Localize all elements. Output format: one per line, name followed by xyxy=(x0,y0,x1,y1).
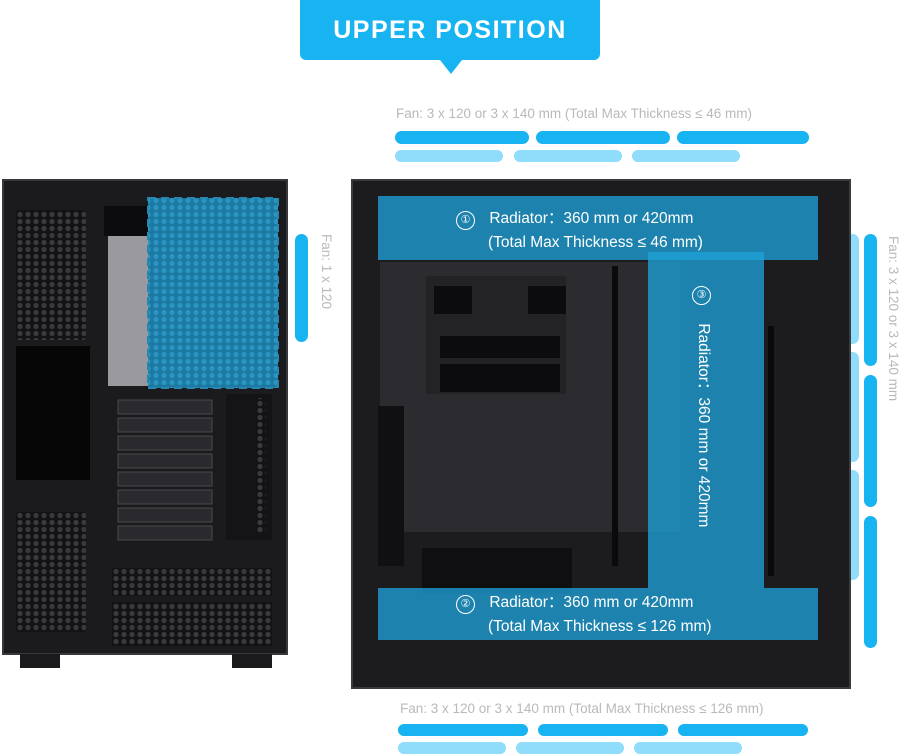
fan-pill xyxy=(395,131,529,144)
radiator-number-badge: ② xyxy=(456,595,475,614)
right-fan-caption: Fan: 3 x 120 or 3 x 140 mm xyxy=(886,236,899,402)
fan-pill xyxy=(398,724,528,736)
fan-pill xyxy=(395,150,503,162)
left-fan-pill xyxy=(295,234,308,342)
fan-pill xyxy=(864,375,877,507)
radiator-side-label: ③ Radiator：360 mm or 420mm xyxy=(692,286,716,527)
top-fan-caption: Fan: 3 x 120 or 3 x 140 mm (Total Max Th… xyxy=(396,106,753,121)
fan-pill xyxy=(677,131,809,144)
fan-pill xyxy=(514,150,622,162)
banner-title: UPPER POSITION xyxy=(333,15,567,44)
fan-pill xyxy=(634,742,742,754)
radiator-bottom-line2: (Total Max Thickness ≤ 126 mm) xyxy=(488,618,712,635)
case-side-view xyxy=(351,179,851,689)
upper-position-banner: UPPER POSITION xyxy=(300,0,600,60)
fan-pill xyxy=(398,742,506,754)
fan-pill xyxy=(516,742,624,754)
left-fan-caption: Fan: 1 x 120 xyxy=(319,234,334,310)
radiator-bottom-label: ② Radiator：360 mm or 420mm (Total Max Th… xyxy=(456,591,712,639)
bottom-fan-caption: Fan: 3 x 120 or 3 x 140 mm (Total Max Th… xyxy=(400,701,764,716)
radiator-number-badge: ① xyxy=(456,211,475,230)
case-rear-view xyxy=(2,179,288,668)
radiator-side-text: Radiator：360 mm or 420mm xyxy=(695,323,712,528)
fan-pill xyxy=(536,131,670,144)
fan-pill xyxy=(538,724,668,736)
fan-pill xyxy=(864,234,877,366)
fan-pill xyxy=(864,516,877,648)
fan-pill xyxy=(678,724,808,736)
radiator-bottom-line1: Radiator：360 mm or 420mm xyxy=(489,594,694,611)
banner-pointer xyxy=(440,60,462,74)
radiator-top-line1: Radiator：360 mm or 420mm xyxy=(489,210,694,227)
radiator-top-label: ① Radiator：360 mm or 420mm (Total Max Th… xyxy=(456,207,703,255)
radiator-top-line2: (Total Max Thickness ≤ 46 mm) xyxy=(488,234,703,251)
radiator-number-badge: ③ xyxy=(692,286,711,305)
fan-pill xyxy=(632,150,740,162)
